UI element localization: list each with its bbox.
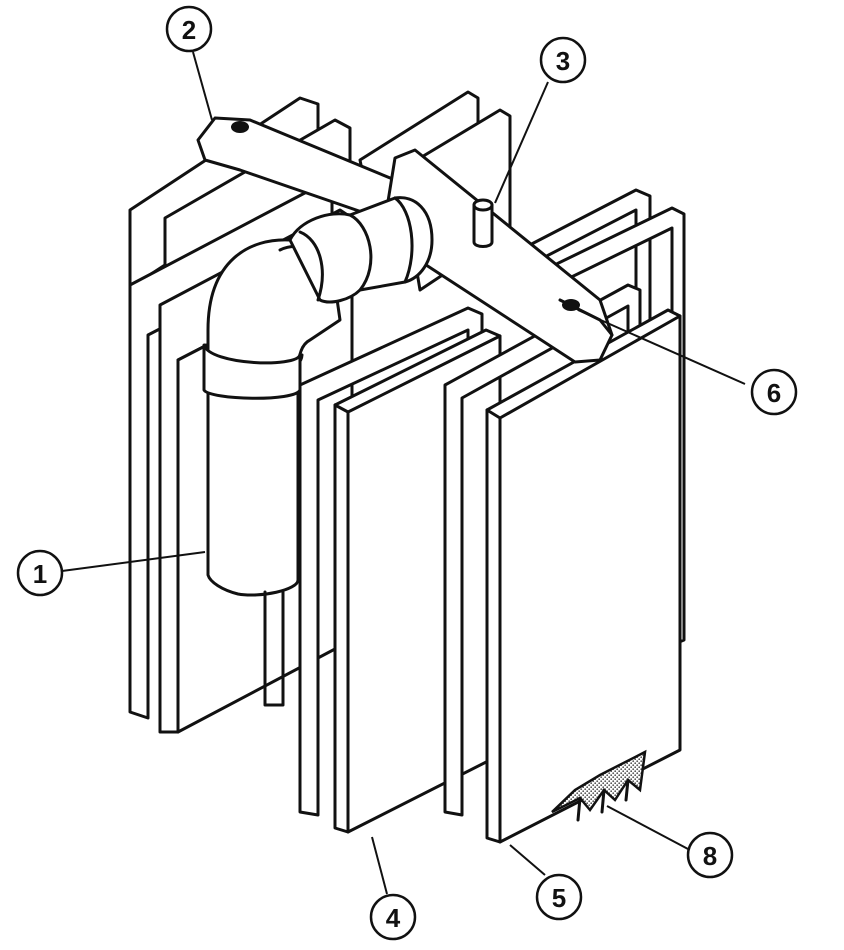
callout-5: 5 [535, 873, 583, 921]
callout-6-label: 6 [767, 378, 781, 408]
stippled-insert [551, 749, 647, 822]
callout-4: 4 [369, 893, 417, 941]
bolt-2 [231, 121, 249, 133]
callout-3-label: 3 [556, 46, 570, 76]
callout-8: 8 [686, 831, 734, 879]
pin-3 [472, 198, 494, 248]
callout-1: 1 [16, 549, 64, 597]
center-plate-front [333, 328, 502, 834]
callout-1-label: 1 [33, 559, 47, 589]
right-plate-front [485, 308, 682, 844]
callout-8-label: 8 [703, 841, 717, 871]
bolt-6 [562, 299, 580, 311]
callout-4-label: 4 [386, 903, 401, 933]
callout-6: 6 [750, 368, 798, 416]
callout-5-label: 5 [552, 883, 566, 913]
coupling-ring [288, 196, 434, 304]
callout-2: 2 [165, 5, 213, 53]
callout-2-label: 2 [182, 15, 196, 45]
callout-3: 3 [539, 36, 587, 84]
leader-lines [61, 51, 746, 895]
